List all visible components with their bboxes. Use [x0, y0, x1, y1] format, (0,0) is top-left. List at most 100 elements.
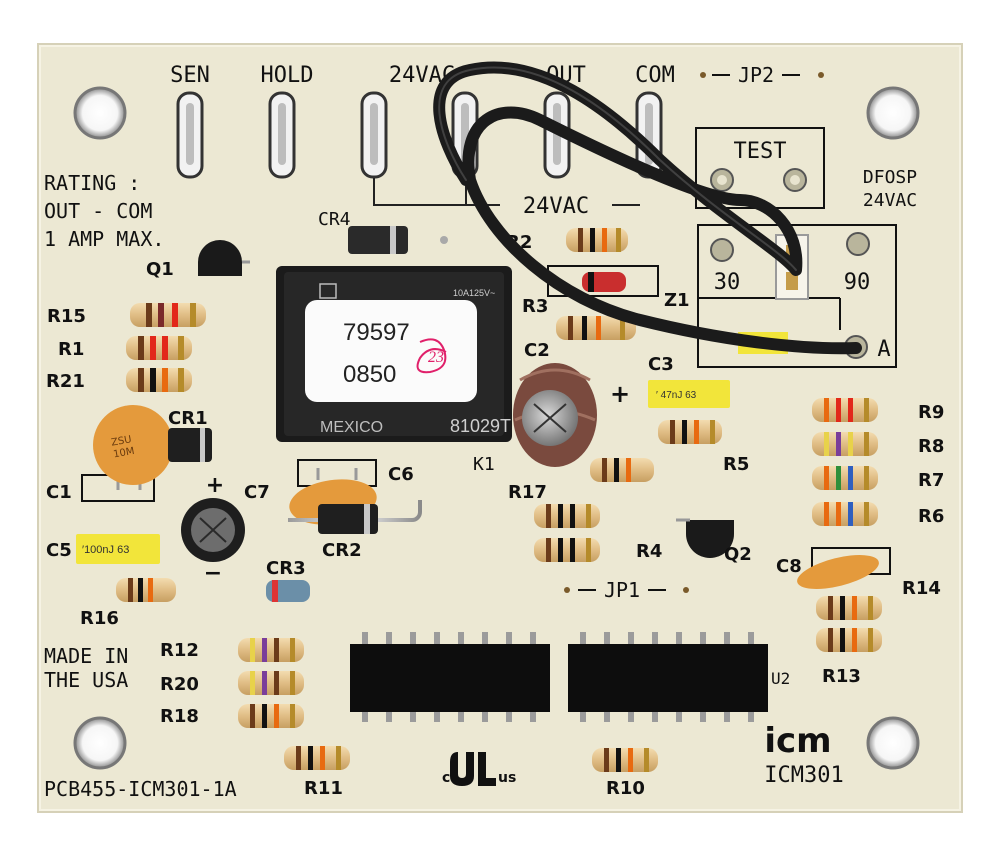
rating-line-3: 1 AMP MAX.	[44, 227, 164, 251]
terminal-label-com: COM	[635, 63, 675, 88]
c7-plus: +	[206, 473, 224, 498]
spade-terminal-hold	[268, 91, 296, 179]
relay-rating: 10A125V~	[453, 288, 495, 298]
relay-sticker-line-1: 79597	[343, 319, 410, 346]
svg-text:10M: 10M	[112, 446, 135, 461]
made-in-country-label: THE USA	[44, 668, 128, 692]
diode-cr4: CR4	[318, 209, 448, 254]
a-pad-label: A	[877, 337, 890, 362]
timer-30-label: 30	[714, 270, 741, 295]
r1-label: R1	[58, 339, 84, 360]
r10-label: R10	[606, 778, 645, 799]
relay-sticker	[305, 300, 477, 402]
resistor-r5: R5	[632, 420, 750, 475]
cr2-label: CR2	[322, 540, 362, 561]
r14-label: R14	[902, 578, 941, 599]
resistor-r14: R14	[790, 578, 941, 620]
resistor-r-mid	[566, 458, 684, 482]
r16-label: R16	[80, 608, 119, 629]
c5-marking: ′100nJ 63	[82, 544, 129, 556]
resistor-r9: R9	[786, 398, 944, 423]
resistor-r4: R4	[508, 538, 662, 562]
bus-label-24vac: 24VAC	[523, 194, 589, 219]
cr4-label: CR4	[318, 209, 351, 230]
r15-label: R15	[47, 306, 86, 327]
mounting-hole	[866, 716, 920, 770]
r17-label: R17	[508, 482, 547, 503]
relay-date-code: 81029T	[450, 416, 511, 436]
resistor-r21: R21	[46, 368, 220, 392]
c3-label: C3	[648, 354, 674, 375]
resistor-r6: R6	[786, 502, 944, 527]
resistor-r17: R17	[508, 482, 628, 528]
dfosp-voltage-label: 24VAC	[863, 190, 917, 211]
resistor-r15: R15	[47, 303, 246, 327]
timer-90-label: 90	[844, 270, 871, 295]
diode-cr3: CR3	[238, 558, 340, 602]
q1-label: Q1	[146, 259, 174, 280]
capacitor-c7: + − C7	[181, 473, 270, 586]
relay-k1: 79597 0850 23 10A125V~ MEXICO 81029T K1	[276, 266, 512, 475]
resistor-r1: R1	[58, 336, 220, 360]
capacitor-c1: ZSU 10M C1	[46, 405, 173, 503]
k1-label: K1	[473, 454, 495, 475]
q2-label: Q2	[724, 544, 752, 565]
resistor-r18: R18	[160, 704, 336, 728]
cr1-label: CR1	[168, 408, 208, 429]
resistor-r10: R10	[566, 748, 684, 799]
relay-sticker-line-2: 0850	[343, 361, 396, 388]
c2-label: C2	[524, 340, 550, 361]
jumper-jp1: JP1	[564, 578, 689, 602]
test-label: TEST	[734, 139, 787, 164]
resistor-r16: R16	[80, 578, 198, 629]
diode-cr2: CR2	[288, 500, 422, 561]
capacitor-c2: C2 +	[513, 340, 630, 467]
ic-u1	[350, 632, 550, 722]
spade-terminal-24vac	[360, 91, 388, 179]
r12-label: R12	[160, 640, 199, 661]
resistor-r8: R8	[786, 432, 944, 457]
ul-c-label: c	[442, 770, 450, 786]
resistor-r13: R13	[790, 628, 910, 687]
r5-label: R5	[723, 454, 749, 475]
svg-text:ZSU: ZSU	[110, 434, 132, 448]
resistor-r20: R20	[160, 671, 336, 695]
c7-minus: −	[204, 561, 222, 586]
c8-label: C8	[776, 556, 802, 577]
u2-label: U2	[771, 669, 790, 688]
resistor-r11: R11	[258, 746, 376, 799]
r21-label: R21	[46, 371, 85, 392]
r9-label: R9	[918, 402, 944, 423]
mounting-hole	[73, 716, 127, 770]
r6-label: R6	[918, 506, 944, 527]
ul-us-label: us	[498, 770, 516, 786]
r8-label: R8	[918, 436, 944, 457]
diode-cr1: CR1	[168, 408, 248, 462]
capacitor-c8: C8	[776, 547, 891, 589]
pcb-code-label: PCB455-ICM301-1A	[44, 777, 237, 801]
ic-u2: U2	[568, 632, 790, 722]
zener-z1: Z1	[547, 265, 690, 311]
r3-label: R3	[522, 296, 548, 317]
cr3-label: CR3	[266, 558, 306, 579]
c1-label: C1	[46, 482, 72, 503]
c2-plus: +	[610, 380, 630, 408]
jumper-jp2: JP2	[700, 63, 824, 87]
transistor-q1: Q1	[146, 240, 250, 280]
rating-line-2: OUT - COM	[44, 199, 152, 223]
c6-label: C6	[388, 464, 414, 485]
capacitor-c5: ′100nJ 63 C5	[46, 534, 160, 564]
jp1-label: JP1	[604, 578, 640, 602]
made-in-label: MADE IN	[44, 644, 128, 668]
terminal-label-hold: HOLD	[261, 63, 314, 88]
model-label: ICM301	[764, 763, 843, 788]
r4-label: R4	[636, 541, 662, 562]
ul-certification-mark: c us	[442, 752, 516, 786]
spade-terminal-sen	[176, 91, 204, 179]
r18-label: R18	[160, 706, 199, 727]
r20-label: R20	[160, 674, 199, 695]
brand-logo: icm	[764, 721, 831, 761]
transistor-q2: Q2	[676, 518, 752, 565]
mounting-hole	[866, 86, 920, 140]
